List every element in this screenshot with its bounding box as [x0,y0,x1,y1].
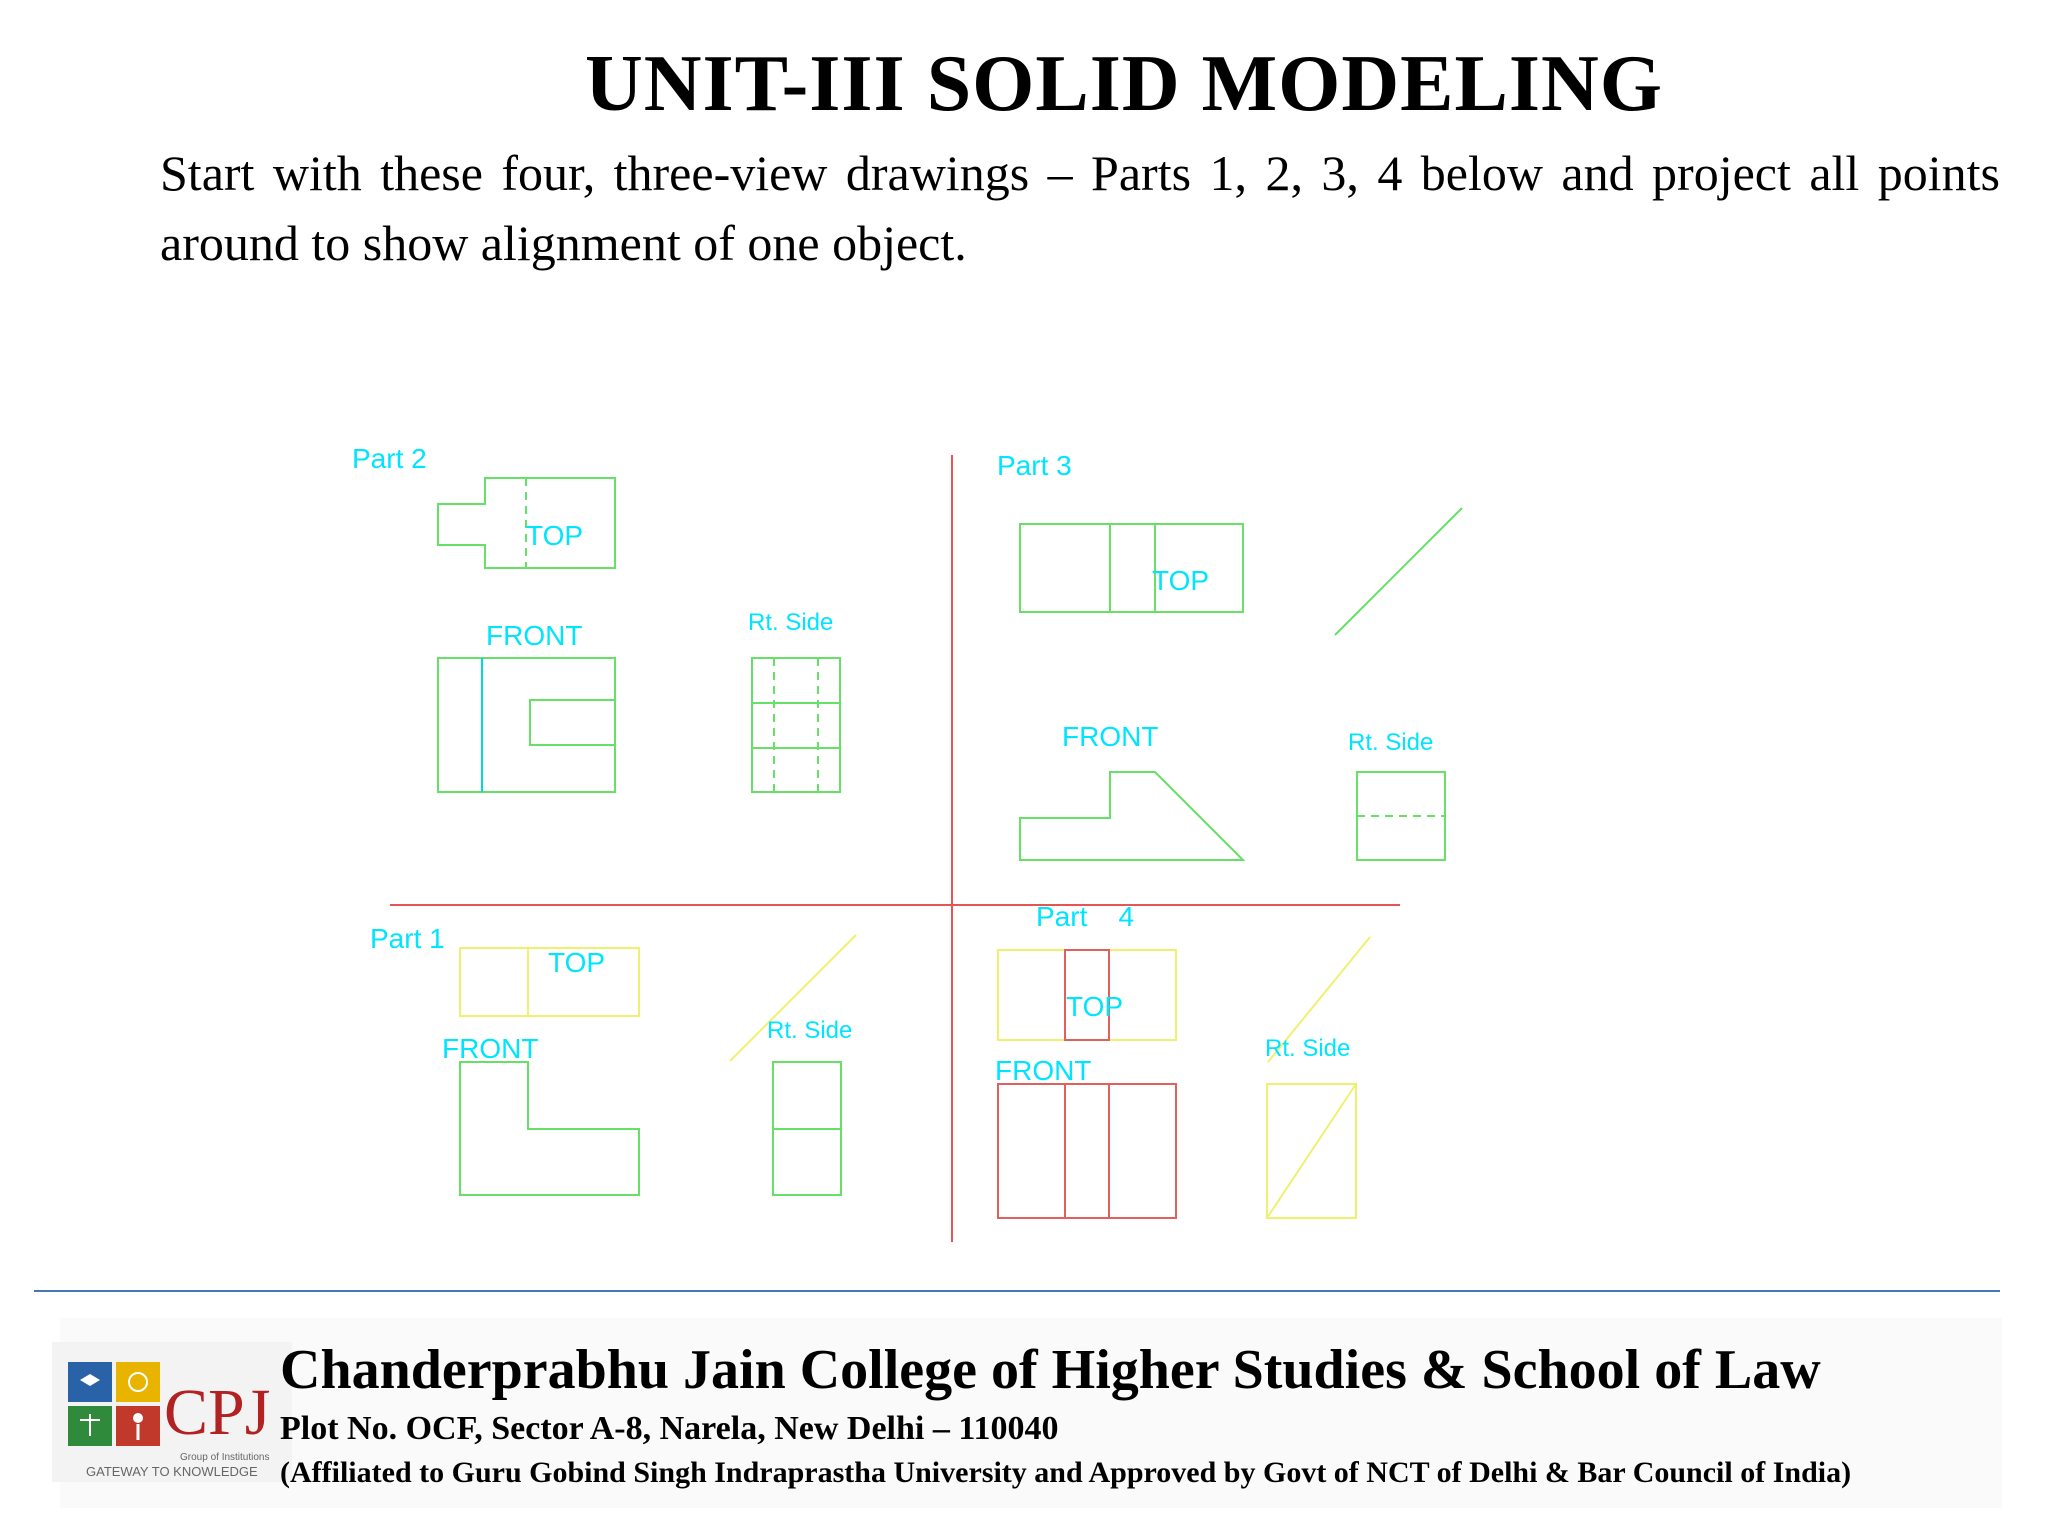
footer-divider [34,1290,2000,1292]
part1-side-label: Rt. Side [767,1017,852,1044]
logo-group: Group of Institutions [180,1452,270,1463]
part4-front-label: FRONT [995,1055,1091,1086]
college-logo: CPJ Group of Institutions GATEWAY TO KNO… [52,1342,292,1482]
part3-side-label: Rt. Side [1348,729,1433,756]
college-name: Chanderprabhu Jain College of Higher Stu… [280,1339,1821,1401]
part2-front-label: FRONT [486,620,582,651]
part2-label: Part 2 [352,443,427,474]
part4-top-label: TOP [1066,991,1123,1022]
college-affiliation: (Affiliated to Guru Gobind Singh Indrapr… [280,1456,1852,1489]
footer-band [60,1318,2002,1508]
part3-front-label: FRONT [1062,721,1158,752]
part1-top-label: TOP [548,947,605,978]
part1-drawing [459,934,857,1196]
orthographic-drawing: Part 2 TOP FRONT Rt. Side Part 3 TOP FRO… [352,443,1463,1242]
part2-top-label: TOP [526,520,583,551]
axis-lines [390,455,1400,1242]
part1-front-label: FRONT [442,1033,538,1064]
part4-drawing [997,936,1371,1219]
part4-side-label: Rt. Side [1265,1035,1350,1062]
logo-text: CPJ [164,1376,270,1449]
part3-label: Part 3 [997,450,1072,481]
college-address: Plot No. OCF, Sector A-8, Narela, New De… [280,1410,1059,1447]
slide-title: UNIT-III SOLID MODELING [584,40,1664,128]
part2-side-label: Rt. Side [748,609,833,636]
part3-drawing [1019,507,1463,861]
part2-drawing [437,477,841,793]
part1-label: Part 1 [370,923,445,954]
part4-label: Part 4 [1036,901,1134,932]
logo-tagline: GATEWAY TO KNOWLEDGE [86,1464,258,1479]
intro-text: Start with these four, three-view drawin… [160,145,2000,271]
part3-top-label: TOP [1152,565,1209,596]
